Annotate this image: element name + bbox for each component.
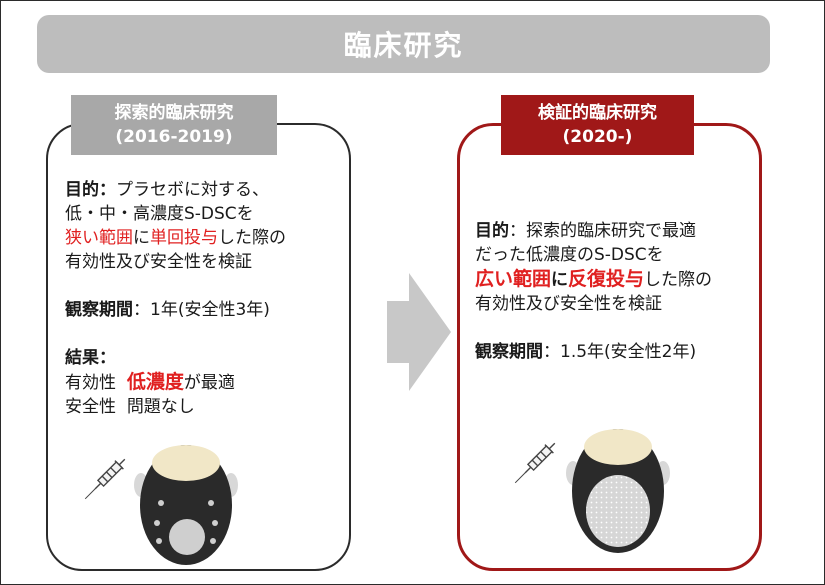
- purpose-row: 目的：プラセボに対する、: [65, 178, 345, 202]
- exploratory-study-header: 探索的臨床研究 (2016-2019): [71, 95, 277, 155]
- syringe-icon: [514, 442, 556, 484]
- result-safety-row: 安全性 問題なし: [65, 395, 345, 419]
- purpose-line-4: 有効性及び安全性を検証: [475, 294, 662, 314]
- low-concentration-highlight: 低濃度: [126, 371, 184, 393]
- purpose-label: 目的: [65, 180, 99, 200]
- efficacy-value: が最適: [183, 373, 235, 393]
- observation-period-value: ：1年(安全性3年): [133, 300, 270, 320]
- narrow-area-highlight: 狭い範囲: [65, 228, 133, 248]
- exploratory-study-title: 探索的臨床研究: [114, 103, 234, 123]
- purpose-line-2: 低・中・高濃度S-DSCを: [65, 204, 254, 224]
- purpose-line-4: 有効性及び安全性を検証: [65, 252, 252, 272]
- wide-area-highlight: 広い範囲: [475, 268, 552, 290]
- result-heading: 結果：: [65, 346, 345, 370]
- efficacy-key: 有効性: [65, 373, 116, 393]
- observation-period-value: ：1.5年(安全性2年): [543, 342, 697, 362]
- result-efficacy-row: 有効性 低濃度が最適: [65, 370, 345, 395]
- observation-period-label: 観察期間: [475, 342, 543, 362]
- purpose-text: プラセボに対する、: [116, 180, 269, 200]
- purpose-line-3-end: した際の: [218, 228, 286, 248]
- head-top-view-illustration: [566, 429, 670, 553]
- observation-period-label: 観察期間: [65, 300, 133, 320]
- purpose-line-2: だった低濃度のS-DSCを: [475, 245, 664, 265]
- observation-period-row: 観察期間：1.5年(安全性2年): [475, 340, 759, 364]
- purpose-line-3-end: した際の: [644, 270, 713, 290]
- title-banner: 臨床研究: [37, 15, 770, 73]
- purpose-line-3: 狭い範囲に単回投与した際の: [65, 226, 345, 250]
- head-top-view-illustration: [134, 445, 238, 565]
- purpose-connector: に: [551, 270, 569, 290]
- observation-period-row: 観察期間：1年(安全性3年): [65, 298, 345, 322]
- purpose-line-3: 広い範囲に反復投与した際の: [475, 267, 759, 292]
- repeated-dose-highlight: 反復投与: [568, 268, 645, 290]
- purpose-label: 目的: [475, 221, 509, 241]
- result-label: 結果: [65, 348, 99, 368]
- transition-arrow: [387, 273, 451, 391]
- exploratory-study-content: 目的：プラセボに対する、 低・中・高濃度S-DSCを 狭い範囲に単回投与した際の…: [65, 178, 345, 419]
- single-dose-highlight: 単回投与: [150, 228, 218, 248]
- purpose-separator: ：: [99, 180, 116, 200]
- purpose-connector: に: [133, 228, 150, 248]
- safety-key: 安全性: [65, 397, 116, 417]
- confirmatory-study-years: (2020-): [562, 127, 633, 147]
- confirmatory-study-title: 検証的臨床研究: [538, 103, 657, 123]
- confirmatory-study-header: 検証的臨床研究 (2020-): [501, 95, 694, 155]
- purpose-row: 目的：探索的臨床研究で最適: [475, 219, 759, 243]
- syringe-icon: [84, 458, 126, 500]
- exploratory-study-years: (2016-2019): [115, 127, 233, 147]
- safety-value: 問題なし: [126, 397, 195, 417]
- confirmatory-study-content: 目的：探索的臨床研究で最適 だった低濃度のS-DSCを 広い範囲に反復投与した際…: [475, 219, 759, 364]
- result-separator: ：: [99, 348, 116, 368]
- purpose-text: ：探索的臨床研究で最適: [509, 221, 696, 241]
- page-title: 臨床研究: [343, 29, 464, 62]
